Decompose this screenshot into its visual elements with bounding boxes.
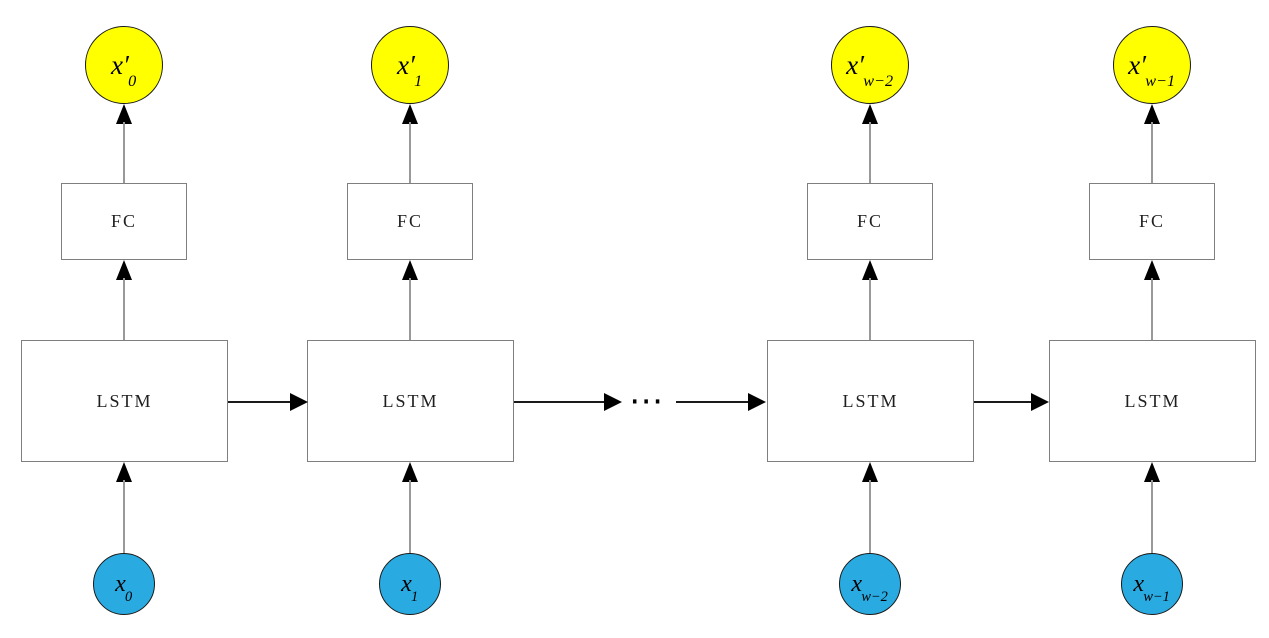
arrow-up-icon (1144, 260, 1160, 280)
lstm-label: LSTM (382, 390, 439, 411)
fc-box-1: FC (347, 183, 473, 260)
lstm-box-w-2: LSTM (767, 340, 974, 462)
fc-to-output-arrow-line (409, 122, 411, 183)
fc-box-0: FC (61, 183, 187, 260)
lstm-box-w-1: LSTM (1049, 340, 1256, 462)
fc-to-output-arrow-line (1151, 122, 1153, 183)
lstm-label: LSTM (1124, 390, 1181, 411)
arrow-right-icon (748, 393, 766, 411)
output-node-label: x′w−2 (846, 49, 894, 90)
arrow-right-icon (604, 393, 622, 411)
lstm-to-fc-arrow-line (123, 278, 125, 340)
input-node-w-2: xw−2 (839, 553, 901, 615)
arrow-up-icon (1144, 104, 1160, 124)
input-node-label: xw−1 (1133, 570, 1170, 606)
fc-to-output-arrow-line (123, 122, 125, 183)
output-node-label: x′1 (397, 49, 423, 90)
output-node-w-1: x′w−1 (1113, 26, 1191, 104)
fc-box-w-1: FC (1089, 183, 1215, 260)
arrow-right-icon (290, 393, 308, 411)
lstm-label: LSTM (96, 390, 153, 411)
arrow-up-icon (862, 104, 878, 124)
input-to-lstm-arrow-line (1151, 480, 1153, 553)
fc-label: FC (856, 211, 884, 231)
arrow-up-icon (402, 260, 418, 280)
lstm-label: LSTM (842, 390, 899, 411)
input-to-lstm-arrow-line (409, 480, 411, 553)
input-node-w-1: xw−1 (1121, 553, 1183, 615)
input-node-label: x0 (115, 570, 133, 606)
lstm-to-fc-arrow-line (869, 278, 871, 340)
lstm-box-0: LSTM (21, 340, 228, 462)
arrow-right-icon (1031, 393, 1049, 411)
output-node-label: x′0 (111, 49, 137, 90)
input-to-lstm-arrow-line (869, 480, 871, 553)
lstm-to-fc-arrow-line (1151, 278, 1153, 340)
ellipsis-to-lstm-w-2-arrow-line (676, 401, 748, 403)
arrow-up-icon (116, 462, 132, 482)
input-node-0: x0 (93, 553, 155, 615)
arrow-up-icon (116, 104, 132, 124)
lstm0-to-lstm1-arrow-line (228, 401, 290, 403)
input-node-label: x1 (401, 570, 419, 606)
fc-label: FC (1138, 211, 1166, 231)
arrow-up-icon (402, 104, 418, 124)
arrow-up-icon (862, 462, 878, 482)
input-node-label: xw−2 (851, 570, 888, 606)
fc-box-w-2: FC (807, 183, 933, 260)
input-to-lstm-arrow-line (123, 480, 125, 553)
arrow-up-icon (402, 462, 418, 482)
lstm-to-fc-arrow-line (409, 278, 411, 340)
input-node-1: x1 (379, 553, 441, 615)
output-node-w-2: x′w−2 (831, 26, 909, 104)
lstm1-to-ellipsis-arrow-line (514, 401, 604, 403)
fc-to-output-arrow-line (869, 122, 871, 183)
arrow-up-icon (862, 260, 878, 280)
arrow-up-icon (116, 260, 132, 280)
lstm-w-2-to-lstm-w-1-arrow-line (974, 401, 1031, 403)
fc-label: FC (396, 211, 424, 231)
output-node-label: x′w−1 (1128, 49, 1176, 90)
fc-label: FC (110, 211, 138, 231)
output-node-0: x′0 (85, 26, 163, 104)
ellipsis: ⋯ (629, 381, 663, 421)
arrow-up-icon (1144, 462, 1160, 482)
lstm-box-1: LSTM (307, 340, 514, 462)
output-node-1: x′1 (371, 26, 449, 104)
